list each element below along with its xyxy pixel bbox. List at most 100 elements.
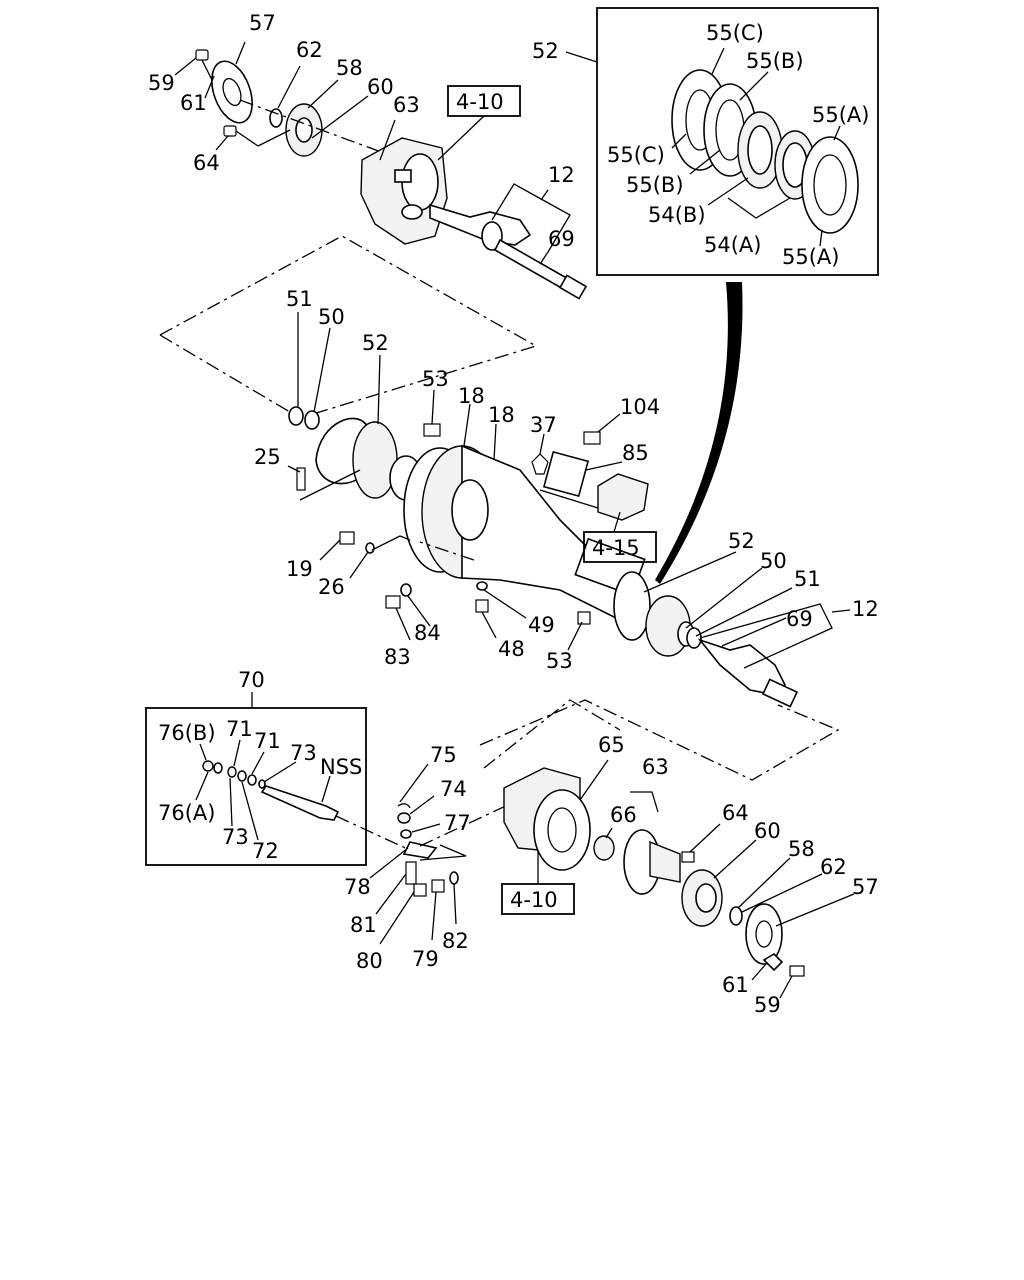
- label-52-mid: 52: [362, 331, 389, 355]
- differential-housing-18: [403, 444, 646, 622]
- axle-shaft-69-top: [429, 203, 588, 300]
- inset-seal-frame: [596, 7, 879, 276]
- label-57-bottom: 57: [852, 875, 879, 899]
- label-69-right: 69: [786, 607, 813, 631]
- label-18-b: 18: [488, 403, 515, 427]
- seal-ring-55a: [801, 136, 859, 234]
- bushing-66: [593, 835, 615, 861]
- inset-label-55b-left: 55(B): [626, 173, 684, 197]
- inset-label-72: 72: [252, 839, 279, 863]
- inset-pointer: [655, 282, 743, 584]
- bolt-59-bottom: [789, 965, 805, 977]
- label-53-mid: 53: [422, 367, 449, 391]
- gasket-85: [542, 450, 590, 498]
- inset-label-73a: 73: [290, 741, 317, 765]
- svg-text:4-15: 4-15: [592, 536, 640, 560]
- bolt-104: [583, 431, 601, 445]
- label-104: 104: [620, 395, 660, 419]
- ref-box-bottom[interactable]: 4-10: [501, 883, 575, 915]
- label-74: 74: [440, 777, 467, 801]
- inset-label-54a: 54(A): [704, 233, 761, 257]
- nut-74: [397, 812, 411, 824]
- hub-cap-57-top: [211, 60, 253, 124]
- spindle-63-bottom: [623, 829, 681, 895]
- washer-49: [476, 581, 488, 591]
- axle-shaft-69-right: [697, 638, 786, 696]
- inset-label-55a-top: 55(A): [812, 103, 869, 127]
- label-60-bottom: 60: [754, 819, 781, 843]
- label-82: 82: [442, 929, 469, 953]
- washer-77: [400, 829, 412, 839]
- label-52-right: 52: [728, 529, 755, 553]
- inset-seal-kit: 52 55(C) 55(B) 55(A) 55(C) 55(B) 54(B) 5…: [532, 7, 879, 276]
- label-64-bottom: 64: [722, 801, 749, 825]
- inset-label-71b: 71: [254, 729, 281, 753]
- label-25: 25: [254, 445, 281, 469]
- label-83: 83: [384, 645, 411, 669]
- label-59-bottom: 59: [754, 993, 781, 1017]
- inset-label-55b-top: 55(B): [746, 49, 804, 73]
- label-77: 77: [444, 811, 471, 835]
- label-58-bottom: 58: [788, 837, 815, 861]
- inset-label-71a: 71: [226, 717, 253, 741]
- label-75: 75: [430, 743, 457, 767]
- label-12-top: 12: [548, 163, 575, 187]
- svg-text:4-10: 4-10: [456, 90, 504, 114]
- inset-label-55c-left: 55(C): [607, 143, 665, 167]
- label-26: 26: [318, 575, 345, 599]
- label-61-bottom: 61: [722, 973, 749, 997]
- bolt-79: [431, 879, 445, 893]
- bottom-knuckle-assembly: 4-10 75 74 77 78 81 80 79 82 65 66 63 64: [344, 699, 879, 1017]
- axle-housing-assembly: 4-15 51 50 52 53 18 18 37 104: [159, 235, 879, 781]
- inset-label-nss: NSS: [320, 755, 362, 779]
- label-65: 65: [598, 733, 625, 757]
- label-79: 79: [412, 947, 439, 971]
- washer-73: [227, 766, 237, 778]
- label-63-top: 63: [393, 93, 420, 117]
- label-19: 19: [286, 557, 313, 581]
- inset-label-73b: 73: [222, 825, 249, 849]
- label-80: 80: [356, 949, 383, 973]
- label-51-right: 51: [794, 567, 821, 591]
- inset-label-55a-bottom: 55(A): [782, 245, 839, 269]
- label-61-top: 61: [180, 91, 207, 115]
- lock-plate-61-bottom: [762, 952, 784, 972]
- label-49: 49: [528, 613, 555, 637]
- label-37: 37: [530, 413, 557, 437]
- washer-72: [237, 770, 247, 782]
- label-62-top: 62: [296, 38, 323, 62]
- seal-carrier-52-right: [613, 571, 651, 641]
- label-85: 85: [622, 441, 649, 465]
- inset-nss-kit: 70 76(B) 71 71 73 NSS 76(A) 73 72: [145, 668, 415, 866]
- label-51-mid: 51: [286, 287, 313, 311]
- washer-51-left: [288, 406, 304, 426]
- bolt-80: [413, 883, 427, 897]
- inset-label-76b: 76(B): [158, 721, 216, 745]
- inset-label-76a: 76(A): [158, 801, 215, 825]
- breather-37: [531, 453, 549, 475]
- label-18-a: 18: [458, 384, 485, 408]
- washer-84: [400, 583, 412, 597]
- fitting-81: [405, 861, 417, 885]
- plug-48: [475, 599, 489, 613]
- label-63-bottom: 63: [642, 755, 669, 779]
- bolt-53-lower: [577, 611, 591, 625]
- washer-62-top: [269, 108, 283, 128]
- label-50-right: 50: [760, 549, 787, 573]
- sensor-unit: [597, 473, 649, 521]
- label-69-top: 69: [548, 227, 575, 251]
- label-84: 84: [414, 621, 441, 645]
- bolt-64-bottom: [681, 851, 695, 863]
- label-48: 48: [498, 637, 525, 661]
- label-12-right: 12: [852, 597, 879, 621]
- ref-box-top[interactable]: 4-10: [447, 85, 521, 117]
- knuckle-63-top: [360, 137, 448, 245]
- knuckle-65-bottom: [503, 767, 591, 871]
- ref-box-mid[interactable]: 4-15: [583, 531, 657, 563]
- bolt-53-mid: [423, 423, 441, 437]
- bolt-59-top: [195, 49, 213, 81]
- hub-cap-57-bottom: [745, 903, 783, 965]
- bolt-64-top: [223, 125, 259, 147]
- label-64-top: 64: [193, 151, 220, 175]
